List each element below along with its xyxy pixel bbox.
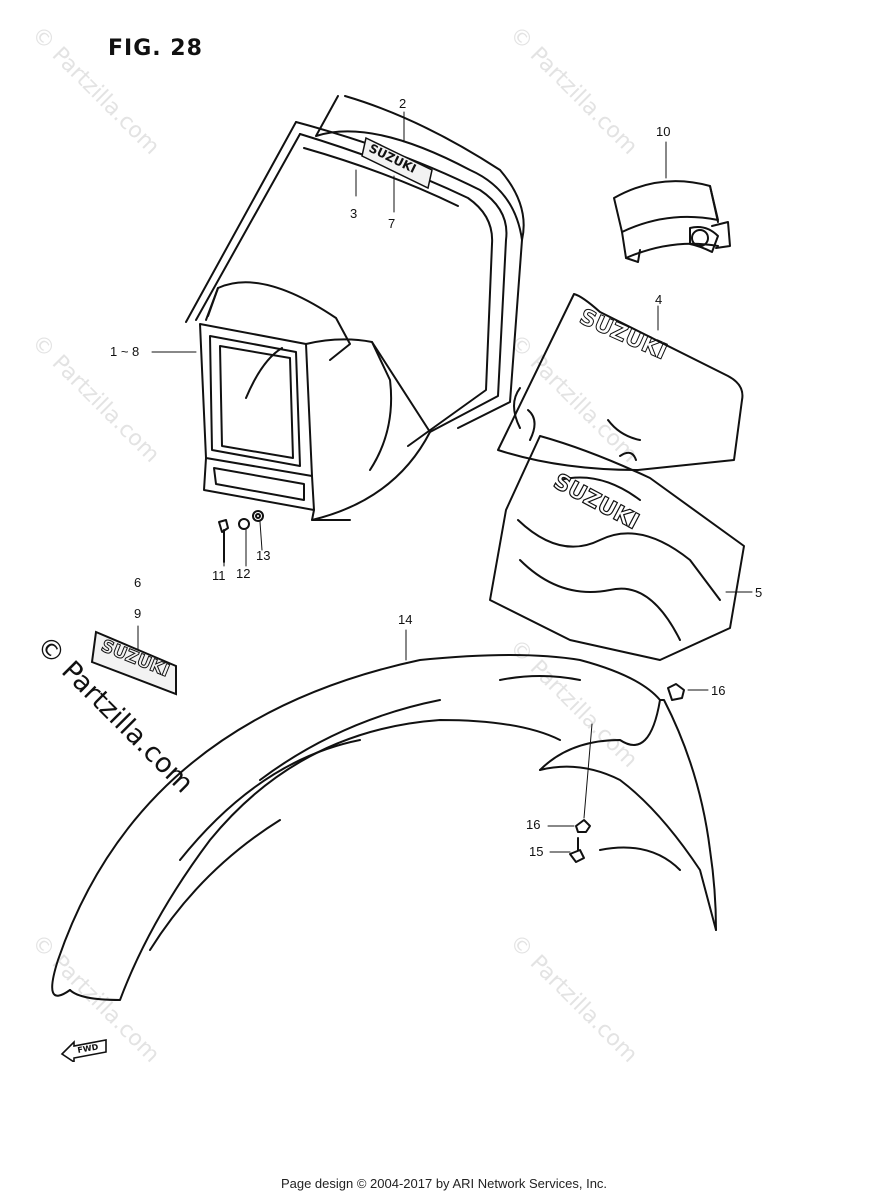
callout-16-lower: 16 [526, 817, 541, 832]
decal-plate4-text: SUZUKI [576, 305, 671, 366]
number-plate-lower [489, 435, 745, 661]
hardware-small-parts [218, 510, 685, 863]
callout-13: 13 [256, 548, 271, 563]
callout-12: 12 [236, 566, 251, 581]
callout-7: 7 [388, 216, 396, 231]
callout-15: 15 [529, 844, 544, 859]
headlight-band-clamp [613, 180, 731, 263]
number-plate-upper [497, 293, 744, 471]
callout-10: 10 [656, 124, 671, 139]
front-fender [51, 654, 717, 1001]
footer-copyright: Page design © 2004-2017 by ARI Network S… [280, 1176, 608, 1191]
callout-14: 14 [398, 612, 413, 627]
callout-1-8: 1 ~ 8 [110, 344, 140, 359]
callout-5: 5 [755, 585, 763, 600]
callout-16-upper: 16 [711, 683, 726, 698]
figure-title: FIG. 28 [108, 36, 203, 61]
headlight-cover [185, 95, 525, 521]
callout-4: 4 [655, 292, 663, 307]
callout-11: 11 [212, 568, 226, 583]
callout-6: 6 [134, 575, 142, 590]
forward-arrow-icon: FWD [60, 1039, 107, 1062]
callout-2: 2 [399, 96, 407, 111]
callout-9: 9 [134, 606, 142, 621]
callout-3: 3 [350, 206, 358, 221]
fwd-label: FWD [77, 1042, 100, 1055]
leader-lines [137, 111, 753, 853]
